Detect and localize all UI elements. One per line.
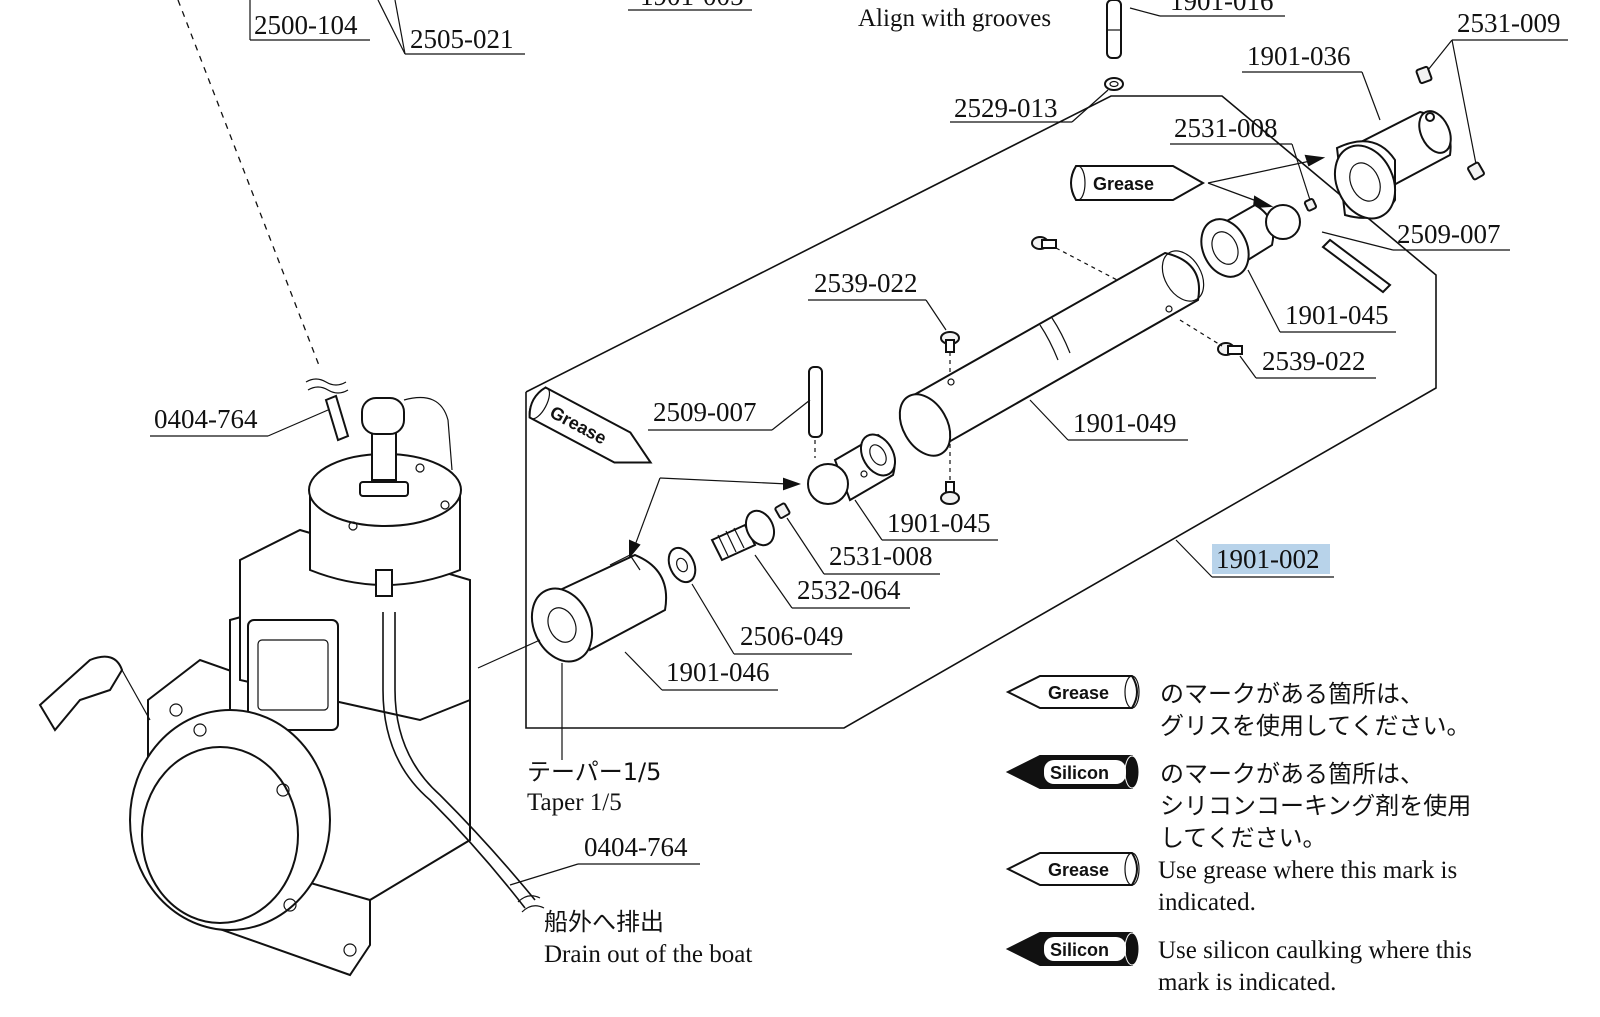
grease-arrow-2	[1207, 182, 1263, 204]
part-label-0404-764-bottom: 0404-764	[584, 832, 688, 862]
legend-grease-jp-line2: グリスを使用してください。	[1160, 712, 1471, 740]
legend-grease-en-line2: indicated.	[1158, 889, 1256, 916]
drain-en-text: Drain out of the boat	[544, 941, 752, 968]
dashed-leader	[177, 0, 321, 369]
svg-text:Silicon: Silicon	[1050, 940, 1109, 960]
legend-silicon-en-line1: Use silicon caulking where this	[1158, 937, 1472, 964]
ball-joint-1901-045-right	[1200, 203, 1301, 278]
part-label-2529-013: 2529-013	[954, 93, 1058, 123]
grease-mark-left: Grease	[528, 386, 653, 464]
drain-jp-text: 船外へ排出	[544, 908, 664, 936]
legend-silicon-en-line2: mark is indicated.	[1158, 969, 1336, 996]
part-label-2505-021: 2505-021	[410, 24, 514, 54]
part-label-1901-036: 1901-036	[1247, 41, 1351, 71]
taper-en-text: Taper 1/5	[527, 789, 622, 816]
washer-2506-049	[667, 546, 697, 584]
part-label-1901-005: 1901-005	[640, 0, 744, 11]
legend-grease-jp-line1: のマークがある箇所は、	[1160, 680, 1424, 708]
part-label-1901-049: 1901-049	[1073, 408, 1177, 438]
legend-silicon-jp-line3: してください。	[1160, 824, 1327, 852]
grease-arrow-4	[633, 477, 661, 549]
coupler-1901-046	[530, 553, 668, 663]
legend-grease-icon-jp: Grease	[1005, 675, 1140, 709]
legend-silicon-jp-line1: のマークがある箇所は、	[1160, 760, 1424, 788]
svg-text:Grease: Grease	[1048, 683, 1109, 703]
part-label-2539-022-left: 2539-022	[814, 268, 918, 298]
coupler-1901-036	[1333, 110, 1452, 220]
legend-grease-icon-en: Grease	[1005, 852, 1140, 886]
grease-mark-top: Grease	[1070, 165, 1206, 201]
grease-arrow-3	[659, 477, 789, 485]
part-label-2509-007-right: 2509-007	[1397, 219, 1501, 249]
screw-2539-022-topleft	[1031, 236, 1057, 250]
taper-jp-text: テーパー1/5	[527, 758, 661, 786]
part-label-2531-009: 2531-009	[1457, 8, 1561, 38]
drain-tube	[382, 612, 526, 909]
legend-silicon-icon-jp: Silicon	[1005, 755, 1140, 789]
part-label-1901-016: 1901-016	[1170, 0, 1274, 16]
part-label-1901-046: 1901-046	[666, 657, 770, 687]
pin-1901-016	[1104, 0, 1124, 91]
pin-2509-007-right	[1321, 238, 1392, 294]
hose-0404-764-top	[305, 378, 350, 442]
engine-body	[38, 396, 471, 977]
setscrews-2531-009	[1415, 65, 1485, 181]
part-label-1901-002[interactable]: 1901-002	[1216, 544, 1320, 574]
tube-1901-049	[898, 250, 1205, 457]
part-label-2532-064: 2532-064	[797, 575, 901, 605]
grease-arrow-1	[1207, 159, 1316, 184]
svg-text:Silicon: Silicon	[1050, 763, 1109, 783]
label-group-top: 2500-104 2505-021 1901-005 1901-016 Alig…	[249, 0, 1285, 55]
part-label-2500-104: 2500-104	[254, 10, 358, 40]
part-label-1901-045-left: 1901-045	[887, 508, 991, 538]
setscrew-2531-008-left	[774, 502, 791, 519]
bolt-2532-064	[710, 509, 776, 562]
part-label-1901-045-right: 1901-045	[1285, 300, 1389, 330]
svg-text:Grease: Grease	[1048, 860, 1109, 880]
ball-joint-1901-045-left	[807, 433, 897, 505]
part-label-2531-008-top: 2531-008	[1174, 113, 1278, 143]
highlight-1901-002	[1212, 544, 1330, 574]
legend-grease-en-line1: Use grease where this mark is	[1158, 857, 1457, 884]
screw-2539-022-bottom	[940, 481, 960, 505]
part-label-2531-008-left: 2531-008	[829, 541, 933, 571]
screw-2539-022-right	[1217, 342, 1243, 356]
legend: Grease のマークがある箇所は、 グリスを使用してください。 Silicon…	[1005, 675, 1472, 996]
assembly-outline	[525, 95, 1437, 729]
pin-2509-007-left	[808, 366, 823, 438]
part-label-2506-049: 2506-049	[740, 621, 844, 651]
legend-silicon-icon-en: Silicon	[1005, 932, 1140, 966]
svg-text:Grease: Grease	[1093, 174, 1154, 194]
part-label-2539-022-right: 2539-022	[1262, 346, 1366, 376]
part-label-2509-007-left: 2509-007	[653, 397, 757, 427]
legend-silicon-jp-line2: シリコンコーキング剤を使用	[1160, 792, 1471, 820]
align-grooves-text: Align with grooves	[858, 5, 1051, 32]
screw-2539-022-top	[940, 331, 960, 353]
part-label-0404-764-top: 0404-764	[154, 404, 258, 434]
